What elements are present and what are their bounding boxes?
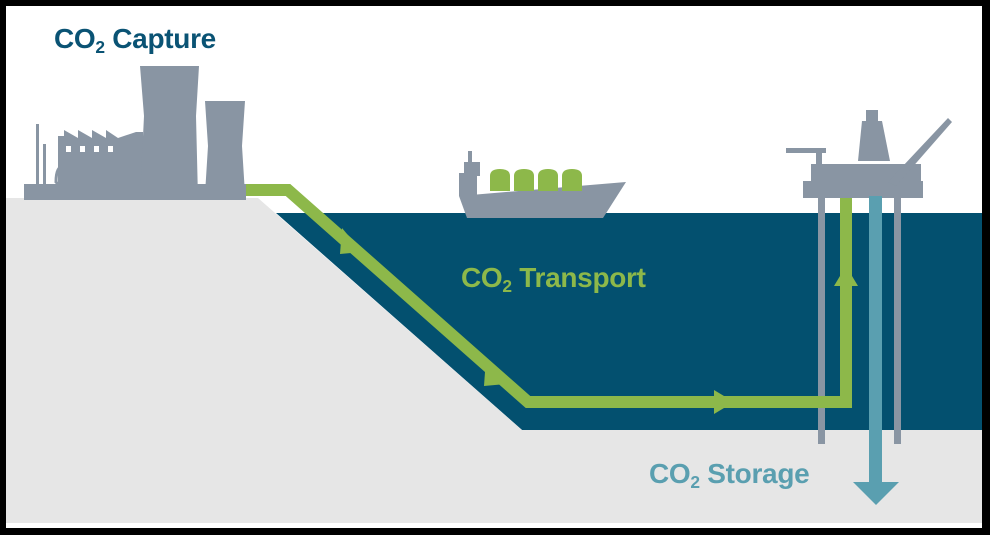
ship-containers <box>490 169 582 191</box>
arrow-icon <box>834 266 858 286</box>
diagram-canvas: CO2 Capture CO2 Transport CO2 Storage <box>6 6 982 528</box>
sea <box>276 213 982 430</box>
seabed <box>6 198 982 523</box>
transport-label: CO2 Transport <box>461 262 646 296</box>
storage-label: CO2 Storage <box>649 458 810 492</box>
storage-pipe <box>853 196 899 505</box>
factory-windows <box>66 146 113 152</box>
transport-pipeline <box>246 184 852 408</box>
arrow-icon <box>484 358 506 386</box>
arrow-icon <box>340 228 362 254</box>
factory-icon <box>24 66 246 200</box>
capture-label: CO2 Capture <box>54 23 216 57</box>
ship-icon <box>459 151 626 218</box>
ccs-diagram <box>6 66 982 523</box>
arrow-icon <box>714 390 734 414</box>
flow-arrows <box>340 228 858 414</box>
offshore-platform-icon <box>786 110 952 444</box>
